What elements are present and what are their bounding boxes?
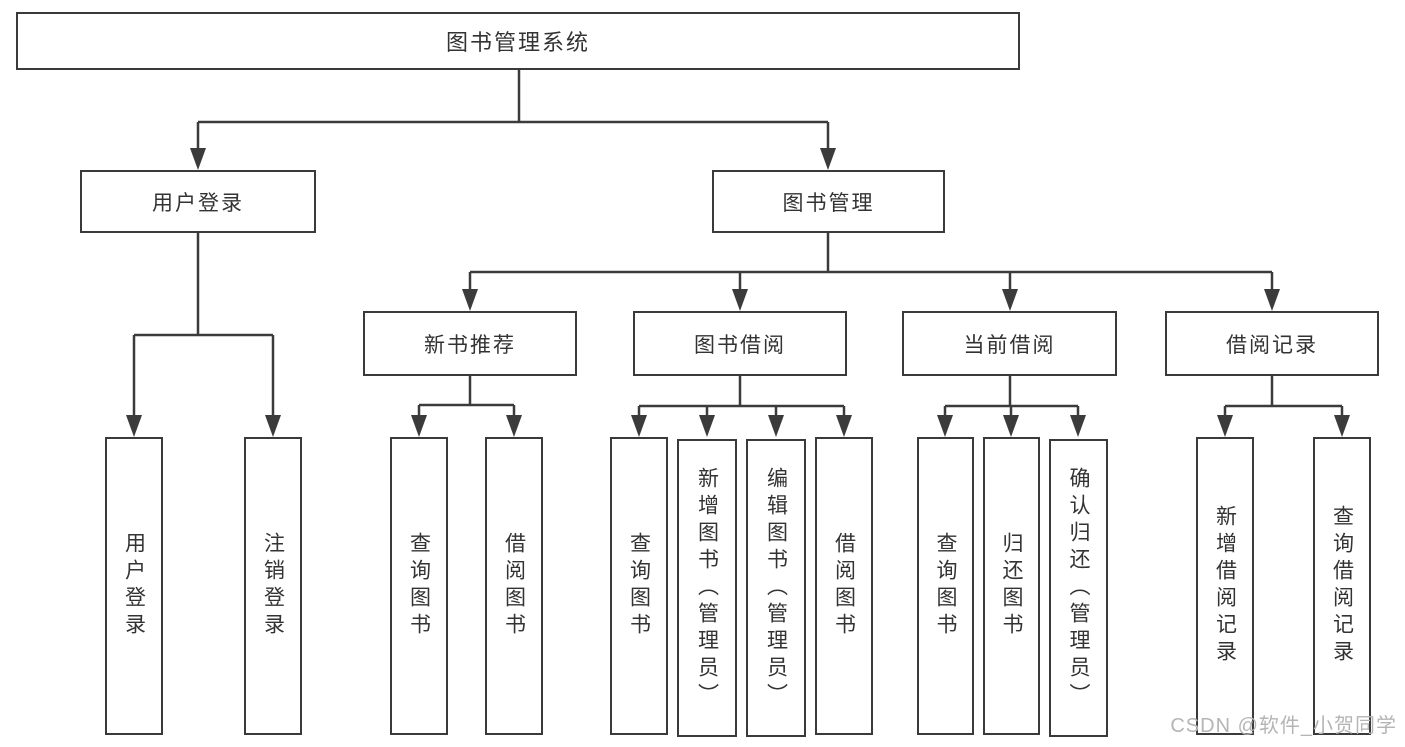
node-label: 查询图书 (934, 532, 957, 640)
node-label: 用户登录 (152, 191, 244, 215)
node-label: 新增借阅记录 (1213, 505, 1237, 667)
node-borrow-books-recommend: 借阅图书 (485, 437, 543, 735)
node-query-borrow-record: 查询借阅记录 (1313, 437, 1371, 735)
connector-user-login-children (126, 233, 281, 437)
node-label: 新书推荐 (424, 333, 516, 357)
node-user-login-action: 用户登录 (105, 437, 163, 735)
node-query-books-borrow: 查询图书 (610, 437, 668, 735)
node-label: 图书管理系统 (445, 30, 590, 55)
node-book-borrow: 图书借阅 (633, 311, 847, 376)
node-add-borrow-record: 新增借阅记录 (1196, 437, 1254, 735)
node-current-borrow: 当前借阅 (902, 311, 1117, 376)
node-label: 当前借阅 (963, 333, 1056, 357)
node-label: 查询借阅记录 (1330, 505, 1354, 667)
node-edit-books-admin: 编辑图书（管理员） (746, 439, 806, 737)
node-label: 借阅记录 (1226, 333, 1318, 357)
node-label: 查询图书 (627, 532, 651, 640)
node-label: 查询图书 (407, 532, 431, 640)
node-label: 确认归还（管理员） (1067, 466, 1090, 710)
node-new-book-recommend: 新书推荐 (363, 311, 577, 376)
node-label: 编辑图书（管理员） (764, 466, 788, 710)
node-book-management-module: 图书管理 (712, 170, 945, 233)
node-label: 用户登录 (122, 532, 146, 640)
node-label: 借阅图书 (502, 532, 526, 640)
node-query-books-recommend: 查询图书 (390, 437, 448, 735)
node-label: 图书借阅 (694, 333, 786, 357)
connector-root-to-level1 (190, 70, 836, 170)
node-borrow-books-action: 借阅图书 (815, 437, 873, 735)
node-query-books-current: 查询图书 (917, 437, 974, 735)
connector-new-book-children (411, 376, 522, 437)
node-label: 归还图书 (1000, 532, 1023, 640)
node-add-books-admin: 新增图书（管理员） (677, 439, 737, 737)
csdn-watermark: CSDN @软件_小贺同学 (1170, 715, 1397, 737)
node-label: 新增图书（管理员） (695, 466, 719, 710)
node-borrow-record: 借阅记录 (1165, 311, 1379, 376)
node-label: 借阅图书 (832, 532, 856, 640)
connector-current-borrow-children (937, 376, 1086, 437)
node-library-management-system: 图书管理系统 (16, 12, 1020, 70)
node-logout-action: 注销登录 (244, 437, 302, 735)
node-label: 注销登录 (261, 532, 285, 640)
connector-book-borrow-children (631, 376, 852, 437)
connector-borrow-record-children (1217, 376, 1350, 437)
connector-book-management-children (462, 233, 1280, 311)
node-confirm-return-admin: 确认归还（管理员） (1049, 439, 1108, 737)
node-return-books: 归还图书 (983, 437, 1040, 735)
node-user-login-module: 用户登录 (80, 170, 316, 233)
node-label: 图书管理 (782, 191, 875, 215)
